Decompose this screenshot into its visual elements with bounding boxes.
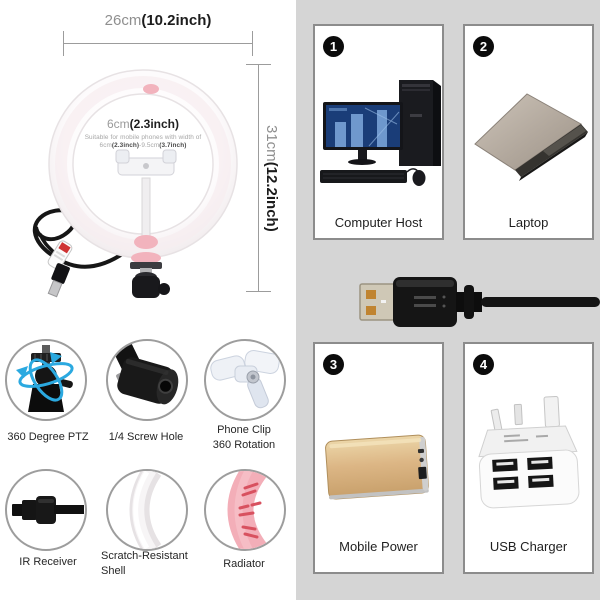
screw-hole-icon xyxy=(113,341,179,405)
power-source-box-3: 3 Mobi xyxy=(313,342,444,574)
ir-receiver-icon xyxy=(12,496,84,524)
height-dimension-tick-bottom xyxy=(246,291,271,292)
power-source-box-1: 1 xyxy=(313,24,444,240)
clip-note-line2: 6cm(2.3inch)-9.5cm(3.7inch) xyxy=(99,142,187,149)
width-dimension-tick-right xyxy=(252,31,253,56)
number-badge-1: 1 xyxy=(323,36,344,57)
ring-light-illustration xyxy=(32,69,238,298)
power-source-label-3: Mobile Power xyxy=(339,539,418,554)
height-dimension-tick-top xyxy=(246,64,271,65)
desktop-computer-image xyxy=(320,80,441,186)
usb-plug xyxy=(47,263,70,298)
power-source-label-2: Laptop xyxy=(508,215,549,230)
feature-label-ptz: 360 Degree PTZ xyxy=(7,431,89,443)
ring-top-pink-tab xyxy=(143,84,159,94)
feature-circle-shell xyxy=(106,469,188,551)
feature-label-ir-receiver: IR Receiver xyxy=(19,556,77,568)
phone-clip xyxy=(115,149,177,249)
clip-width-label: 6cm(2.3inch) xyxy=(106,117,179,131)
usb-cable-image xyxy=(359,277,600,327)
power-source-box-2: 2 Laptop xyxy=(463,24,594,240)
number-badge-3: 3 xyxy=(323,354,344,375)
feature-circle-ir-receiver xyxy=(5,469,87,551)
feature-circle-radiator xyxy=(204,469,286,551)
feature-label-radiator: Radiator xyxy=(223,558,265,570)
remote-controller xyxy=(47,240,73,270)
ring-light-diagram-section: 26cm(10.2inch) 31cm(12.2inch) xyxy=(0,0,296,600)
power-source-box-4: 4 USB Charger xyxy=(463,342,594,574)
width-dimension-tick-left xyxy=(63,31,64,56)
usb-charger-image xyxy=(478,396,580,509)
power-source-label-1: Computer Host xyxy=(334,215,423,230)
phone-clip-icon xyxy=(210,349,280,409)
power-sources-panel: 1 xyxy=(296,0,600,600)
height-dimension-label: 31cm(12.2inch) xyxy=(263,124,280,232)
feature-circle-screw-hole xyxy=(106,339,188,421)
height-dimension-line xyxy=(258,64,259,292)
radiator-icon xyxy=(227,471,268,549)
ball-head-mount xyxy=(130,252,170,298)
width-dimension-label: 26cm(10.2inch) xyxy=(104,12,212,29)
feature-label-screw-hole: 1/4 Screw Hole xyxy=(108,431,184,443)
laptop-image xyxy=(474,93,588,181)
clip-note-line1: Suitable for mobile phones with width of xyxy=(84,134,202,141)
number-badge-4: 4 xyxy=(473,354,494,375)
power-bank-image xyxy=(325,434,429,500)
width-dimension-line xyxy=(63,43,253,44)
feature-circle-ptz xyxy=(5,339,87,421)
power-source-label-4: USB Charger xyxy=(489,539,568,554)
shell-icon xyxy=(129,471,162,549)
number-badge-2: 2 xyxy=(473,36,494,57)
feature-circle-phone-clip xyxy=(204,339,286,421)
ptz-rotation-icon xyxy=(16,345,74,412)
